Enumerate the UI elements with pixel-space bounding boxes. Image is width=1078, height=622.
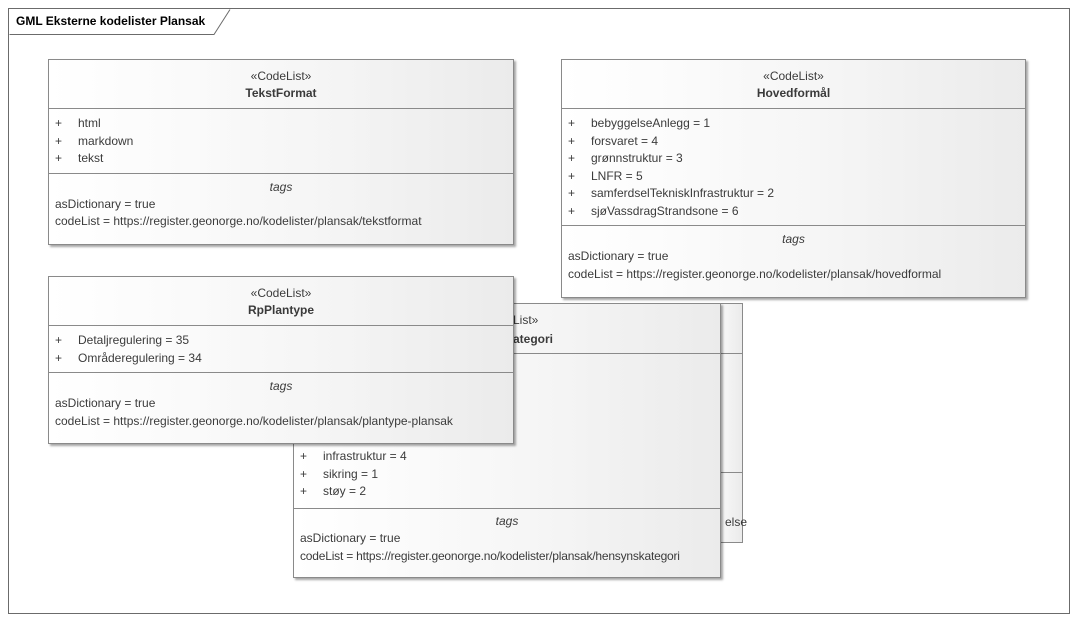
tag-row: asDictionary = true <box>55 396 156 410</box>
attribute-row: + Områderegulering = 34 <box>55 350 202 365</box>
tags-title: tags <box>269 379 293 393</box>
tag-row: codeList = https://register.geonorge.no/… <box>55 214 422 228</box>
class-name: ategori <box>513 332 554 346</box>
tag-row: asDictionary = true <box>300 531 401 545</box>
tags-title: tags <box>495 514 519 528</box>
tags-section: tags asDictionary = true codeList = http… <box>49 174 513 231</box>
class-box-hovedformal[interactable]: «CodeList» Hovedformål + bebyggelseAnleg… <box>561 59 1026 298</box>
attribute-row: + sikring = 1 <box>300 466 379 481</box>
attribute-row: + grønnstruktur = 3 <box>568 151 683 165</box>
attribute-row: + markdown <box>55 133 134 148</box>
attribute-row: + støy = 2 <box>300 484 367 498</box>
attribute-list: + Detaljregulering = 35 + Områdereguleri… <box>49 326 513 373</box>
tags-section: tags asDictionary = true codeList = http… <box>294 512 720 565</box>
class-name: Hovedformål <box>756 86 831 100</box>
attribute-row: + bebyggelseAnlegg = 1 <box>568 116 711 130</box>
class-stereotype: «CodeList» <box>250 69 312 83</box>
attribute-row: + LNFR = 5 <box>568 168 643 183</box>
class-name: TekstFormat <box>245 86 317 100</box>
class-stereotype: «CodeList» <box>250 286 312 300</box>
class-stereotype: List» <box>513 313 539 327</box>
attribute-row: + html <box>55 116 101 130</box>
tag-row: codeList = https://register.geonorge.no/… <box>300 548 680 563</box>
tag-fragment: else <box>725 515 748 529</box>
attribute-row: + tekst <box>55 151 104 165</box>
class-name: RpPlantype <box>247 303 314 317</box>
attribute-list: + bebyggelseAnlegg = 1 + forsvaret = 4 +… <box>562 109 1025 226</box>
tags-section: tags asDictionary = true codeList = http… <box>562 226 1025 283</box>
attribute-row: + samferdselTekniskInfrastruktur = 2 <box>568 186 775 200</box>
class-header: «CodeList» RpPlantype <box>49 277 513 326</box>
attribute-row: + sjøVassdragStrandsone = 6 <box>568 203 739 218</box>
attribute-list: + infrastruktur = 4 + sikring = 1 + støy… <box>294 448 720 509</box>
tag-row: codeList = https://register.geonorge.no/… <box>568 266 942 281</box>
class-header: «CodeList» Hovedformål <box>562 60 1025 109</box>
attribute-row: + infrastruktur = 4 <box>300 449 407 463</box>
tag-row: asDictionary = true <box>568 249 669 263</box>
diagram-title: GML Eksterne kodelister Plansak <box>16 14 206 28</box>
tag-row: asDictionary = true <box>55 196 156 211</box>
attribute-row: + Detaljregulering = 35 <box>55 333 190 347</box>
tags-title: tags <box>782 232 805 246</box>
class-box-tekstformat[interactable]: «CodeList» TekstFormat + html + markdown… <box>48 59 514 245</box>
tags-section: tags asDictionary = true codeList = http… <box>49 373 513 430</box>
tags-title: tags <box>269 179 293 194</box>
attribute-list: + html + markdown + tekst <box>49 109 513 174</box>
tag-row: codeList = https://register.geonorge.no/… <box>55 413 453 428</box>
class-stereotype: «CodeList» <box>763 69 824 83</box>
attribute-row: + forsvaret = 4 <box>568 133 659 148</box>
class-header: «CodeList» TekstFormat <box>49 60 513 109</box>
class-box-rpplantype[interactable]: «CodeList» RpPlantype + Detaljregulering… <box>48 276 514 444</box>
